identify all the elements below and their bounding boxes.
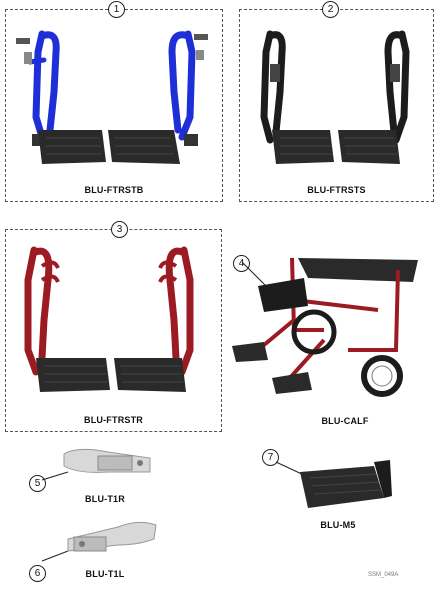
label-blu-ftrsts: BLU-FTRSTS (307, 185, 366, 195)
label-blu-t1l: BLU-T1L (85, 569, 125, 579)
item-number-6: 6 (29, 565, 46, 582)
footrest-blue-image (16, 30, 208, 164)
label-blu-ftrstb: BLU-FTRSTB (84, 185, 144, 195)
label-blu-t1r: BLU-T1R (85, 494, 125, 504)
footplate-m5-image (275, 460, 392, 508)
label-blu-calf: BLU-CALF (321, 416, 369, 426)
label-blu-m5: BLU-M5 (320, 520, 356, 530)
item-number-4: 4 (233, 255, 250, 272)
footrest-red-image (24, 246, 194, 392)
hardware-t1r-image (41, 448, 151, 481)
footrest-black-image (260, 30, 410, 164)
hardware-t1l-image (41, 521, 157, 562)
item-number-2: 2 (322, 1, 339, 18)
wheelchair-calf-strap-image (232, 257, 418, 397)
label-blu-ftrstr: BLU-FTRSTR (84, 415, 143, 425)
item-number-5: 5 (29, 475, 46, 492)
footer-code: SSM_049A (368, 572, 399, 578)
item-number-3: 3 (111, 221, 128, 238)
item-number-1: 1 (108, 1, 125, 18)
item-number-7: 7 (262, 449, 279, 466)
